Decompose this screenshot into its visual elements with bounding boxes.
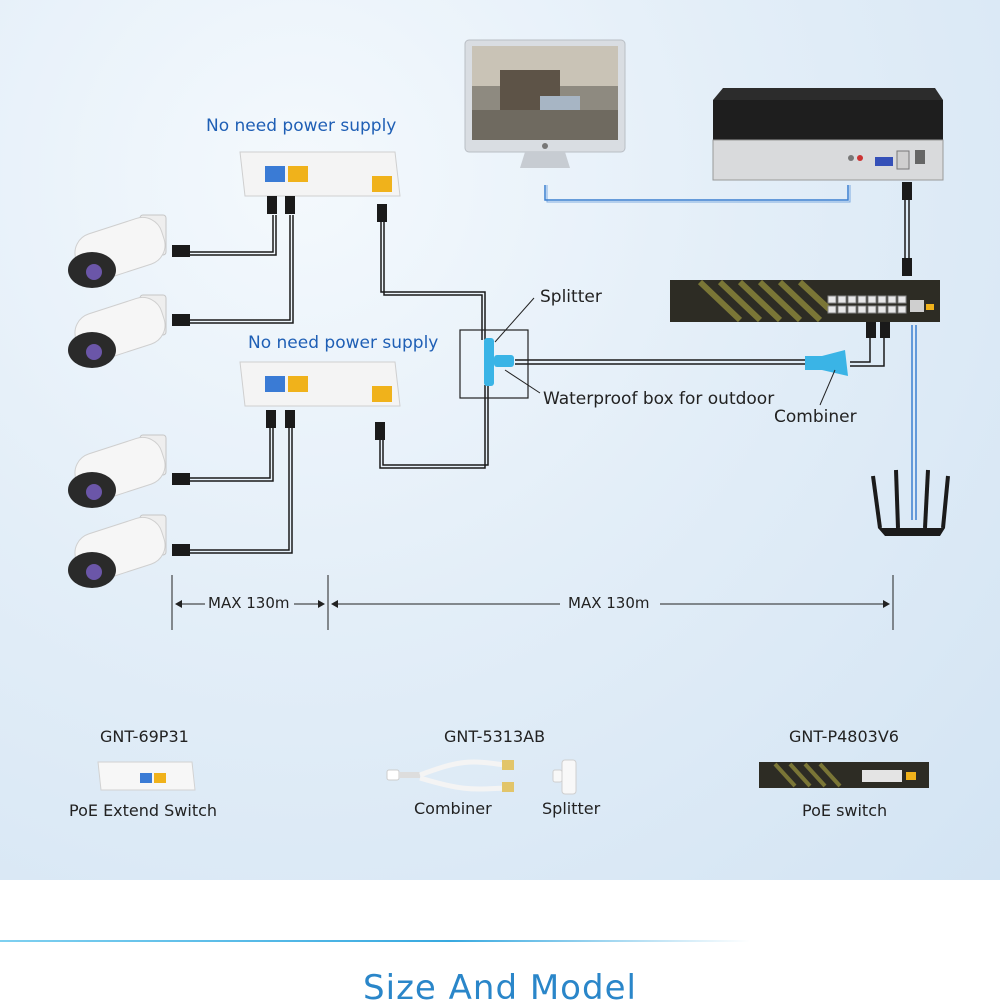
nvr-icon (712, 88, 944, 181)
max-distance-left: MAX 130m (208, 594, 290, 612)
no-power-label-top: No need power supply (206, 116, 397, 136)
product-name-combiner: Combiner (414, 799, 492, 818)
combiner-thumbnail (386, 759, 514, 792)
splitter-icon (484, 338, 514, 386)
poe-extend-switch-thumbnail (97, 761, 196, 791)
product-model-2: GNT-5313AB (444, 727, 546, 746)
network-diagram (68, 39, 950, 795)
cable-lines (190, 195, 910, 554)
waterproof-box (459, 329, 529, 399)
section-divider (0, 940, 750, 942)
product-model-3: GNT-P4803V6 (789, 727, 899, 746)
product-name-splitter: Splitter (542, 799, 601, 818)
camera-icon (68, 514, 167, 588)
camera-icon (68, 434, 167, 508)
poe-extender-icon (239, 151, 401, 197)
camera-icon (68, 294, 167, 368)
combiner-label: Combiner (774, 407, 857, 427)
product-name-1: PoE Extend Switch (69, 801, 218, 820)
router-icon (871, 469, 950, 536)
product-model-1: GNT-69P31 (100, 727, 189, 746)
section-title: Size And Model (363, 968, 637, 1008)
product-name-3: PoE switch (802, 801, 888, 820)
no-power-label-bottom: No need power supply (248, 333, 439, 353)
waterproof-box-label: Waterproof box for outdoor (543, 389, 775, 409)
poe-extender-icon (239, 361, 401, 407)
camera-icon (68, 214, 167, 288)
monitor-icon (464, 39, 626, 168)
splitter-thumbnail (552, 759, 577, 795)
poe-switch-thumbnail (759, 762, 929, 788)
poe-switch-icon (670, 279, 940, 323)
splitter-label: Splitter (540, 287, 602, 307)
dimension-lines (171, 575, 894, 630)
max-distance-right: MAX 130m (568, 594, 650, 612)
combiner-icon (805, 350, 848, 376)
